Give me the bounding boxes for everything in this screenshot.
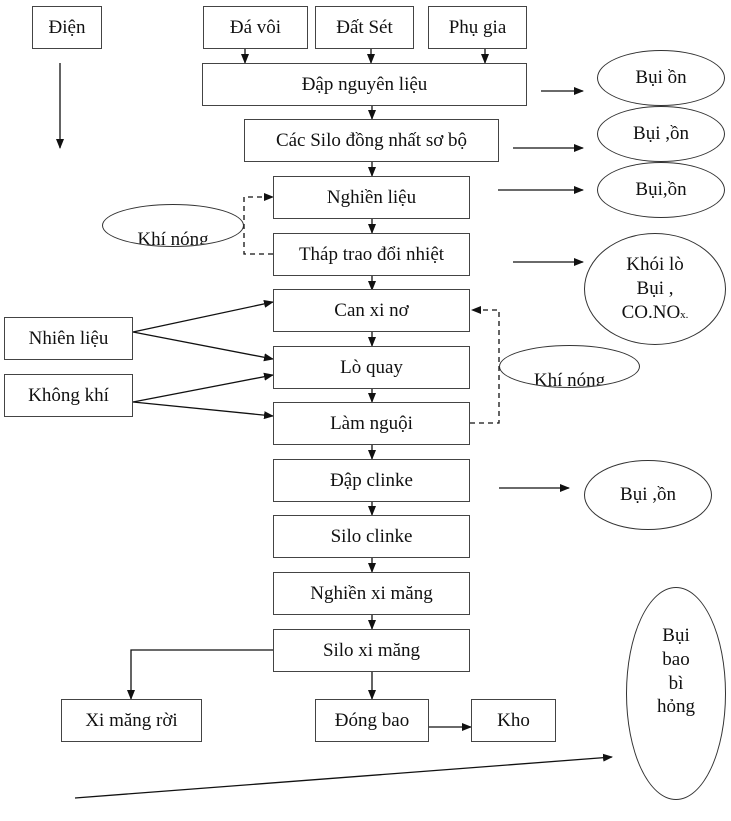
step-label: Can xi nơ: [334, 299, 409, 321]
emission-formula-subscript: x.: [680, 308, 689, 321]
input-limestone: Đá vôi: [203, 6, 308, 49]
bulk-cement-arrow: [127, 649, 273, 700]
output-label: Kho: [497, 709, 530, 731]
emission-line: Bụi ,: [636, 278, 674, 300]
step-raw-grinding: Nghiền liệu: [273, 176, 470, 219]
emission-silo: Bụi ,ồn: [597, 106, 725, 162]
step-cooling: Làm nguội: [273, 402, 470, 445]
emission-packaging: Bụi bao bì hỏng: [626, 587, 726, 800]
kiln-emission-text: Khói lò Bụi , CO.NOx.: [622, 253, 689, 324]
step-label: Nghiền xi măng: [310, 582, 433, 604]
step-clinker-crushing: Đập clinke: [273, 459, 470, 502]
emission-label: Bụi ,ồn: [633, 123, 689, 145]
input-air: Không khí: [4, 374, 133, 417]
step-label: Silo xi măng: [322, 639, 421, 661]
step-heat-exchanger: Tháp trao đổi nhiệt: [273, 233, 470, 276]
fuel-to-kiln-arrow: [132, 331, 274, 362]
step-cement-grinding: Nghiền xi măng: [273, 572, 470, 615]
step-rotary-kiln: Lò quay: [273, 346, 470, 389]
output-label: Xi măng rời: [85, 709, 178, 731]
hot-gas-label: Khí nóng: [533, 370, 606, 388]
step-label: Đập nguyên liệu: [301, 73, 428, 95]
emission-label: Bụi bao bì hỏng: [657, 625, 695, 718]
input-additive: Phụ gia: [428, 6, 527, 49]
input-label: Không khí: [28, 384, 109, 406]
emission-formula: CO.NO: [621, 301, 681, 323]
emission-clinker-crushing: Bụi ,ồn: [584, 460, 712, 530]
input-label: Đất Sét: [336, 16, 393, 38]
step-raw-crushing: Đập nguyên liệu: [202, 63, 527, 106]
output-bulk-cement: Xi măng rời: [61, 699, 202, 742]
emission-grinding: Bụi,ồn: [597, 162, 725, 218]
input-label: Đá vôi: [229, 16, 282, 38]
hot-gas-label: Khí nóng: [137, 229, 209, 247]
input-fuel: Nhiên liệu: [4, 317, 133, 360]
hot-gas-loop-2: [470, 306, 500, 424]
air-to-cooler-arrow: [132, 401, 274, 420]
emission-label: Bụi ồn: [635, 67, 687, 89]
fuel-to-calciner-arrow: [132, 299, 274, 333]
step-homogenizing-silos: Các Silo đồng nhất sơ bộ: [244, 119, 499, 162]
step-label: Các Silo đồng nhất sơ bộ: [275, 129, 468, 151]
hot-gas-node-1: Khí nóng: [102, 204, 244, 247]
step-clinker-silo: Silo clinke: [273, 515, 470, 558]
input-label: Phụ gia: [448, 16, 507, 38]
emission-kiln: Khói lò Bụi , CO.NOx.: [584, 233, 726, 345]
step-label: Làm nguội: [330, 412, 413, 434]
emission-label: Bụi,ồn: [635, 179, 687, 201]
step-label: Lò quay: [340, 356, 403, 378]
input-electricity: Điện: [32, 6, 102, 49]
input-label: Điện: [48, 16, 86, 38]
packaging-emission-arrow: [74, 753, 613, 799]
step-calciner: Can xi nơ: [273, 289, 470, 332]
input-label: Nhiên liệu: [28, 327, 109, 349]
hot-gas-loop-1: [243, 193, 274, 255]
step-label: Nghiền liệu: [326, 186, 417, 208]
emission-crushing: Bụi ồn: [597, 50, 725, 106]
emission-line: CO.NOx.: [622, 301, 689, 325]
air-to-kiln-arrow: [132, 372, 274, 403]
step-cement-silo: Silo xi măng: [273, 629, 470, 672]
step-label: Đập clinke: [330, 469, 413, 491]
output-label: Đóng bao: [334, 709, 410, 731]
step-label: Tháp trao đổi nhiệt: [298, 243, 445, 265]
emission-line: Khói lò: [626, 254, 684, 276]
emission-label: Bụi ,ồn: [620, 484, 676, 506]
hot-gas-node-2: Khí nóng: [499, 345, 640, 388]
output-warehouse: Kho: [471, 699, 556, 742]
step-label: Silo clinke: [330, 525, 413, 547]
input-clay: Đất Sét: [315, 6, 414, 49]
output-bagging: Đóng bao: [315, 699, 429, 742]
